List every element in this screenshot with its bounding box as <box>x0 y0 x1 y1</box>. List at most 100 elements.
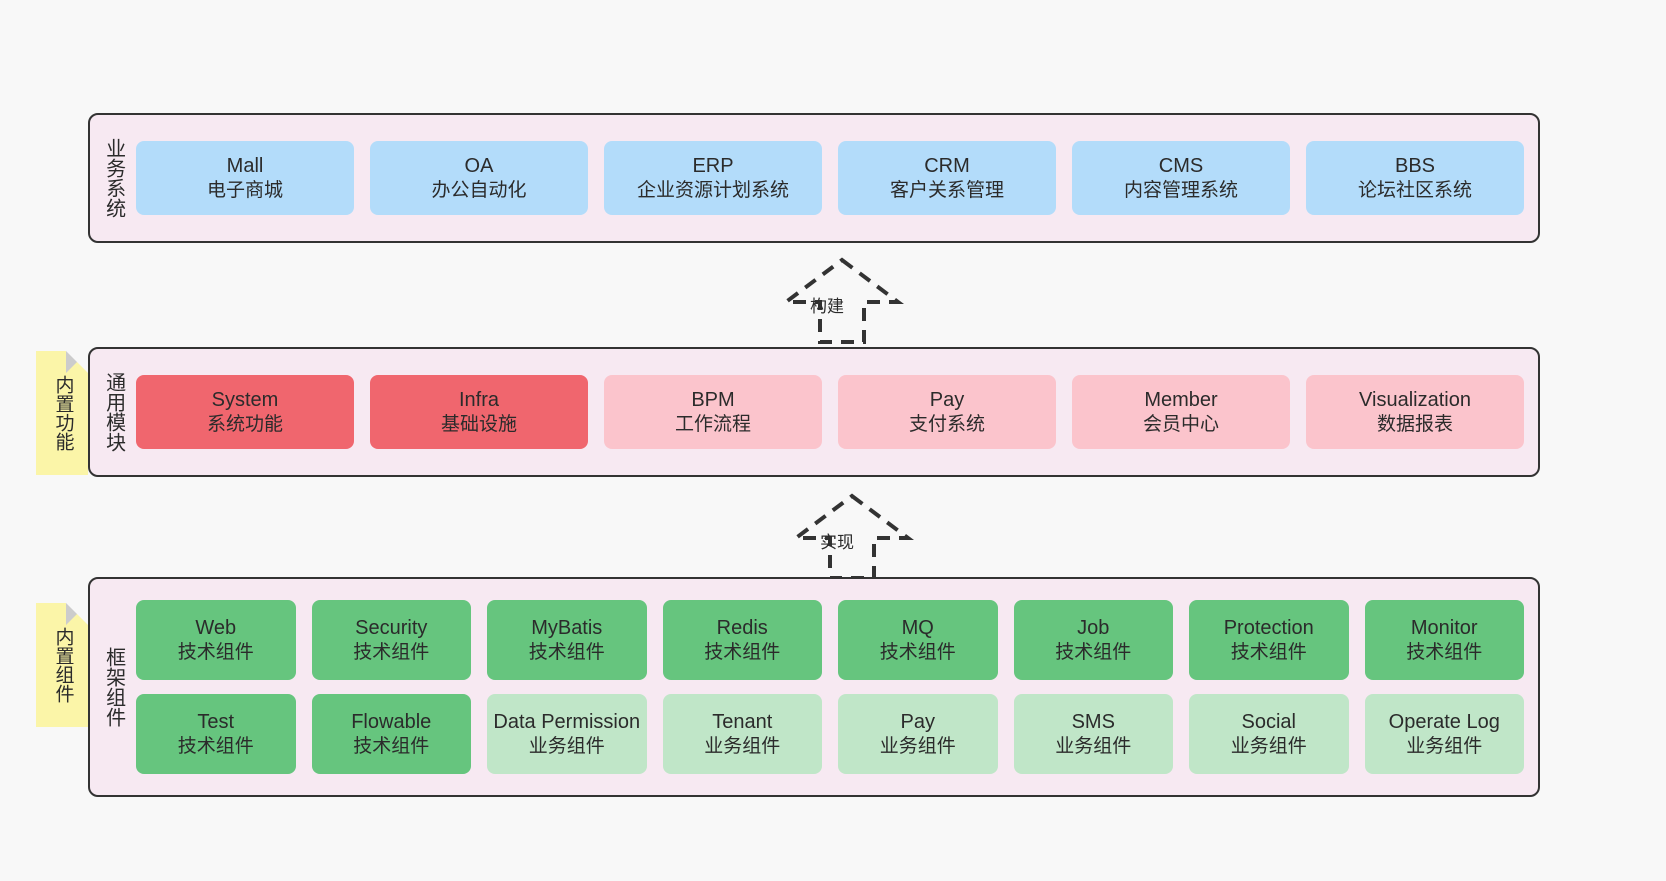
component-card-name: Monitor <box>1410 617 1478 640</box>
connector-realize-label: 实现 <box>820 533 854 552</box>
component-card-subtitle: 支付系统 <box>908 413 985 435</box>
component-card-subtitle: 技术组件 <box>1055 641 1132 663</box>
component-card-name: Redis <box>716 617 768 640</box>
connector-build-label: 构建 <box>810 297 844 316</box>
component-card-name: Mall <box>226 155 264 178</box>
component-card-name: CRM <box>924 155 970 178</box>
component-card-subtitle: 业务组件 <box>1055 735 1132 757</box>
component-card-subtitle: 技术组件 <box>177 735 254 757</box>
component-card-name: Protection <box>1223 617 1314 640</box>
component-card-name: ERP <box>692 155 734 178</box>
component-card-name: Visualization <box>1359 389 1471 412</box>
component-card-name: Operate Log <box>1388 711 1500 734</box>
component-card-subtitle: 企业资源计划系统 <box>636 179 789 201</box>
component-card-subtitle: 业务组件 <box>704 735 781 757</box>
component-card-name: CMS <box>1158 155 1204 178</box>
component-card-subtitle: 技术组件 <box>353 641 430 663</box>
component-card-subtitle: 技术组件 <box>353 735 430 757</box>
component-card-subtitle: 办公自动化 <box>431 179 527 201</box>
component-card-subtitle: 业务组件 <box>1230 735 1307 757</box>
component-card-name: OA <box>464 155 494 178</box>
note-builtin-components-label: 内置组件 <box>52 627 74 703</box>
component-card-name: Member <box>1144 389 1218 412</box>
note-builtin-functions-label: 内置功能 <box>52 375 74 451</box>
component-card-subtitle: 客户关系管理 <box>889 179 1004 201</box>
component-card-subtitle: 电子商城 <box>206 179 283 201</box>
component-card-name: Tenant <box>712 711 773 734</box>
note-builtin-components: 内置组件 <box>36 603 88 727</box>
component-card-name: System <box>211 389 279 412</box>
component-card-subtitle: 技术组件 <box>1406 641 1483 663</box>
component-card-subtitle: 基础设施 <box>440 413 517 435</box>
component-card-name: BBS <box>1394 155 1436 178</box>
component-card-subtitle: 内容管理系统 <box>1123 179 1238 201</box>
component-card-name: Job <box>1077 617 1110 640</box>
component-card-subtitle: 业务组件 <box>528 735 605 757</box>
section-title-modules: 通用模块 <box>102 372 125 452</box>
component-card-name: Social <box>1241 711 1296 734</box>
component-card-subtitle: 技术组件 <box>879 641 956 663</box>
component-card-name: MyBatis <box>531 617 603 640</box>
component-card-subtitle: 业务组件 <box>1406 735 1483 757</box>
component-card-subtitle: 技术组件 <box>1230 641 1307 663</box>
component-card-name: Flowable <box>351 711 432 734</box>
note-builtin-functions: 内置功能 <box>36 351 88 475</box>
section-title-framework: 框架组件 <box>102 647 125 727</box>
component-card-subtitle: 数据报表 <box>1376 413 1453 435</box>
section-title-business: 业务系统 <box>102 138 125 218</box>
component-card-name: Web <box>195 617 237 640</box>
component-card-subtitle: 工作流程 <box>674 413 751 435</box>
component-card-name: Pay <box>900 711 935 734</box>
component-card-subtitle: 业务组件 <box>879 735 956 757</box>
component-card-name: SMS <box>1071 711 1115 734</box>
component-card-subtitle: 系统功能 <box>206 413 283 435</box>
component-card-subtitle: 会员中心 <box>1142 413 1219 435</box>
component-card-name: MQ <box>901 617 934 640</box>
component-card-name: Test <box>197 711 235 734</box>
component-card-subtitle: 技术组件 <box>704 641 781 663</box>
component-card-name: BPM <box>691 389 735 412</box>
component-card-subtitle: 技术组件 <box>528 641 605 663</box>
connector-realize: 实现 <box>762 490 942 582</box>
component-card-subtitle: 技术组件 <box>177 641 254 663</box>
